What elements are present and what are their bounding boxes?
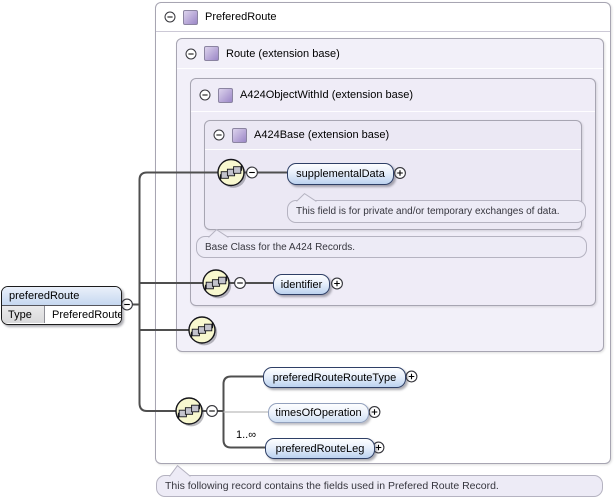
callout-pointer-stroke bbox=[296, 192, 317, 202]
container-label: A424Base (extension base) bbox=[254, 129, 390, 141]
annotation-a424base: Base Class for the A424 Records. bbox=[196, 236, 587, 258]
element-timesOfOperation[interactable]: timesOfOperation bbox=[268, 403, 369, 423]
annotation-text: This field is for private and/or tempora… bbox=[296, 206, 560, 217]
callout-pointer bbox=[208, 229, 229, 238]
container-label: A424ObjectWithId (extension base) bbox=[240, 89, 414, 101]
container-header-prefered-route: PreferedRoute bbox=[156, 3, 610, 32]
root-element-name: preferedRoute bbox=[2, 287, 121, 306]
root-element-type-row: Type PreferedRoute bbox=[2, 306, 121, 323]
expand-icon[interactable] bbox=[331, 277, 343, 290]
complex-type-icon bbox=[183, 9, 198, 25]
complex-type-icon bbox=[218, 87, 233, 103]
collapse-icon[interactable] bbox=[164, 11, 176, 23]
annotation-supplemental-data: This field is for private and/or tempora… bbox=[287, 200, 586, 223]
root-element-preferedRoute[interactable]: preferedRoute Type PreferedRoute bbox=[1, 286, 122, 325]
element-label: supplementalData bbox=[296, 168, 385, 180]
sequence-icon[interactable] bbox=[202, 269, 232, 300]
element-label: timesOfOperation bbox=[275, 407, 362, 419]
callout-pointer-stroke bbox=[169, 464, 191, 477]
container-header-route: Route (extension base) bbox=[177, 39, 603, 69]
complex-type-icon bbox=[232, 127, 247, 143]
expand-icon[interactable] bbox=[405, 370, 418, 383]
collapse-icon[interactable] bbox=[213, 129, 225, 141]
container-label: Route (extension base) bbox=[226, 47, 340, 60]
collapse-icon[interactable] bbox=[206, 405, 218, 417]
collapse-icon[interactable] bbox=[199, 89, 211, 101]
callout-pointer-stroke bbox=[208, 228, 229, 238]
element-preferedRouteLeg[interactable]: preferedRouteLeg bbox=[265, 438, 375, 459]
element-label: preferedRouteLeg bbox=[275, 442, 365, 455]
complex-type-icon bbox=[204, 46, 219, 61]
container-header-a424base: A424Base (extension base) bbox=[205, 121, 581, 150]
annotation-diagram-footer: This following record contains the field… bbox=[156, 475, 603, 497]
element-label: identifier bbox=[280, 278, 323, 291]
container-label: PreferedRoute bbox=[205, 11, 277, 23]
element-identifier[interactable]: identifier bbox=[273, 274, 330, 295]
tree-connector-trunk bbox=[138, 171, 219, 412]
expand-icon[interactable] bbox=[394, 167, 406, 179]
expand-icon[interactable] bbox=[368, 406, 381, 418]
sequence-icon[interactable] bbox=[188, 316, 218, 347]
annotation-text: This following record contains the field… bbox=[165, 480, 499, 492]
collapse-icon[interactable] bbox=[121, 298, 133, 311]
element-label: preferedRouteRouteType bbox=[272, 371, 397, 384]
callout-pointer bbox=[169, 465, 191, 477]
callout-pointer bbox=[296, 193, 317, 202]
type-key-label: Type bbox=[2, 306, 45, 323]
element-preferedRouteRouteType[interactable]: preferedRouteRouteType bbox=[263, 367, 406, 388]
sequence-icon[interactable] bbox=[217, 158, 247, 189]
type-value-label: PreferedRoute bbox=[45, 306, 121, 323]
sequence-icon[interactable] bbox=[175, 397, 205, 428]
element-supplementalData[interactable]: supplementalData bbox=[287, 163, 394, 185]
collapse-icon[interactable] bbox=[185, 48, 197, 60]
cardinality-label: 1..∞ bbox=[236, 429, 257, 441]
container-header-a424objectwithid: A424ObjectWithId (extension base) bbox=[191, 79, 595, 112]
collapse-icon[interactable] bbox=[234, 277, 246, 289]
annotation-text: Base Class for the A424 Records. bbox=[205, 241, 356, 253]
collapse-icon[interactable] bbox=[246, 166, 258, 179]
